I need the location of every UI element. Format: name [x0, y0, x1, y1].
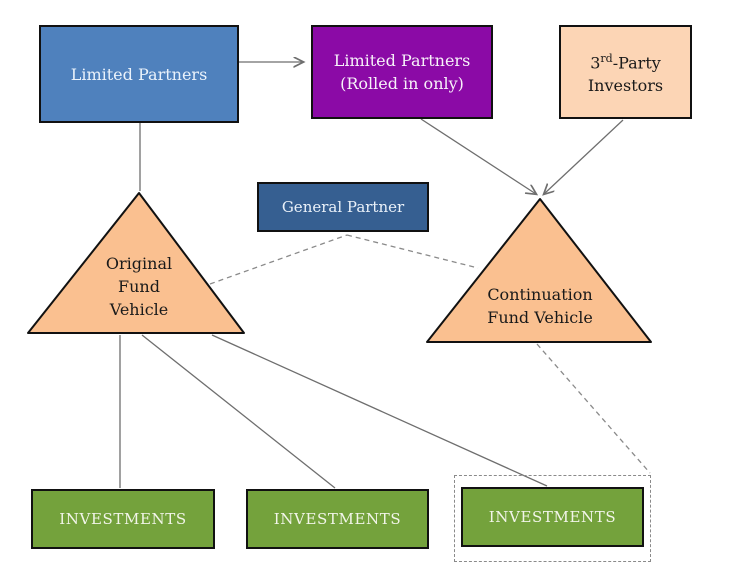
third-party-suffix: -Party — [612, 53, 661, 73]
connector-rolled-to-continuation-arrow — [420, 118, 536, 194]
node-investments-2: INVESTMENTS — [246, 489, 429, 549]
dashed-connector-gp-to-original-fund — [209, 234, 348, 285]
third-party-number: 3 — [590, 53, 601, 73]
node-investments-1: INVESTMENTS — [31, 489, 215, 549]
node-investments-3: INVESTMENTS — [461, 487, 644, 547]
third-party-line2: Investors — [587, 76, 664, 96]
investments-1-label: INVESTMENTS — [59, 510, 187, 528]
connector-thirdparty-to-continuation-arrow — [544, 119, 624, 194]
investments-2-label: INVESTMENTS — [273, 510, 402, 528]
dashed-connector-gp-to-continuation-fund — [346, 234, 479, 269]
third-party-line1: 3rd-Party — [590, 47, 661, 74]
general-partner-label: General Partner — [281, 198, 405, 216]
limited-partners-rolled-line1: Limited Partners — [333, 51, 471, 70]
limited-partners-rolled-line2: (Rolled in only) — [340, 74, 464, 93]
node-limited-partners: Limited Partners — [39, 25, 239, 123]
connector-original-to-investments-2 — [141, 334, 336, 489]
continuation-fund-vehicle-triangle — [426, 198, 652, 343]
continuation-investments-outline — [454, 475, 651, 562]
connector-original-to-investments-3 — [211, 334, 548, 487]
dashed-connector-continuation-to-investments — [536, 343, 651, 474]
third-party-ordinal: rd — [600, 51, 613, 65]
investments-3-label: INVESTMENTS — [488, 508, 617, 526]
limited-partners-label: Limited Partners — [70, 64, 208, 84]
node-third-party-investors: 3rd-Party Investors — [559, 25, 692, 119]
node-general-partner: General Partner — [257, 182, 429, 232]
original-fund-vehicle-triangle — [27, 192, 245, 334]
node-limited-partners-rolled: Limited Partners (Rolled in only) — [311, 25, 493, 119]
